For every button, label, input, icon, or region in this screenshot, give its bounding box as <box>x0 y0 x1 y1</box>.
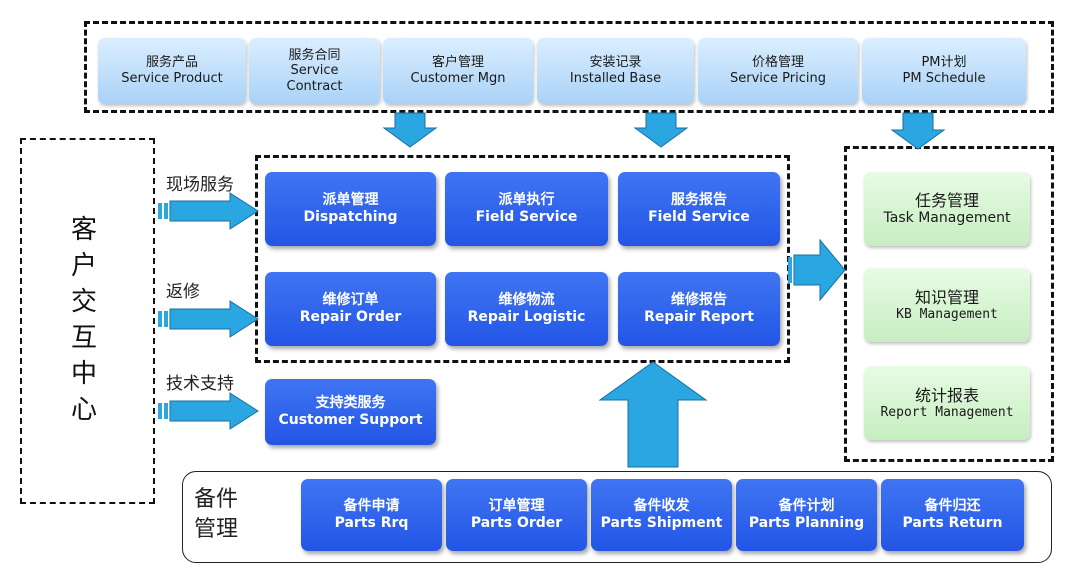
core-module-en: Repair Logistic <box>467 309 586 325</box>
top-module-en: Service Pricing <box>730 71 826 86</box>
core-module-en: Repair Report <box>644 309 754 325</box>
core-module-cn: 派单管理 <box>322 192 379 209</box>
support-module-customer-support: 支持类服务 Customer Support <box>265 379 436 445</box>
right-module-cn: 统计报表 <box>914 385 979 405</box>
core-module-field-service-report: 服务报告 Field Service <box>618 172 780 246</box>
parts-group-label: 备件管理 <box>194 487 239 542</box>
right-module-cn: 知识管理 <box>914 287 979 307</box>
top-module-service-contract: 服务合同 Service Contract <box>249 38 380 104</box>
top-module-customer-mgn: 客户管理 Customer Mgn <box>383 38 533 104</box>
parts-module-request: 备件申请 Parts Rrq <box>301 479 442 551</box>
customer-center-frame <box>20 138 155 504</box>
top-module-en: PM Schedule <box>902 71 986 86</box>
core-module-en: Repair Order <box>299 309 402 325</box>
arrow-right-1 <box>169 192 259 230</box>
top-module-cn: PM计划 <box>921 55 967 71</box>
customer-center-label: 客户交互中心 <box>70 215 99 425</box>
parts-module-planning: 备件计划 Parts Planning <box>736 479 877 551</box>
channel-repair: 返修 <box>166 282 200 302</box>
top-module-en: Installed Base <box>569 71 662 86</box>
core-module-en: Field Service <box>475 209 578 225</box>
core-module-cn: 维修报告 <box>671 292 727 309</box>
top-module-pm-schedule: PM计划 PM Schedule <box>862 38 1026 104</box>
right-modules-frame <box>844 146 1054 462</box>
right-module-cn: 任务管理 <box>914 191 979 210</box>
top-module-service-product: 服务产品 Service Product <box>98 38 246 104</box>
core-module-dispatching: 派单管理 Dispatching <box>265 172 436 246</box>
top-module-cn: 安装记录 <box>589 55 642 71</box>
core-module-repair-order: 维修订单 Repair Order <box>265 272 436 346</box>
core-module-en: Field Service <box>648 209 750 225</box>
top-module-cn: 服务合同 <box>288 47 341 63</box>
top-module-cn: 价格管理 <box>751 55 804 71</box>
support-module-en: Customer Support <box>278 412 423 428</box>
support-module-cn: 支持类服务 <box>315 395 386 412</box>
parts-module-en: Parts Return <box>902 515 1003 531</box>
core-module-en: Dispatching <box>303 209 398 225</box>
right-module-report-management: 统计报表 Report Management <box>864 366 1030 440</box>
top-module-en: Service Product <box>121 71 223 86</box>
right-module-en: Task Management <box>883 210 1011 227</box>
parts-module-shipment: 备件收发 Parts Shipment <box>591 479 732 551</box>
core-module-cn: 维修物流 <box>498 292 555 309</box>
parts-module-cn: 备件计划 <box>778 498 835 515</box>
channel-tech-support: 技术支持 <box>166 374 234 394</box>
parts-module-return: 备件归还 Parts Return <box>881 479 1024 551</box>
top-module-cn: 服务产品 <box>145 55 198 71</box>
right-module-en: Report Management <box>880 404 1014 420</box>
arrow-down-3 <box>890 112 946 150</box>
core-module-repair-report: 维修报告 Repair Report <box>618 272 780 346</box>
top-module-en: Customer Mgn <box>410 71 506 86</box>
parts-module-order: 订单管理 Parts Order <box>446 479 587 551</box>
parts-module-en: Parts Shipment <box>600 515 723 531</box>
parts-module-cn: 订单管理 <box>488 498 545 515</box>
core-module-field-service-exec: 派单执行 Field Service <box>445 172 608 246</box>
parts-module-cn: 备件收发 <box>633 498 690 515</box>
parts-module-en: Parts Rrq <box>334 515 409 531</box>
top-module-installed-base: 安装记录 Installed Base <box>537 38 694 104</box>
arrow-right-3 <box>169 392 259 430</box>
core-module-cn: 服务报告 <box>671 192 727 209</box>
arrow-right-2 <box>169 300 259 338</box>
top-module-cn: 客户管理 <box>431 55 484 71</box>
top-module-en: Service Contract <box>286 63 343 94</box>
parts-module-en: Parts Planning <box>748 515 865 531</box>
top-modules-frame <box>84 21 1054 113</box>
arrow-down-1 <box>382 112 438 148</box>
arrow-down-2 <box>633 112 689 148</box>
parts-module-en: Parts Order <box>470 515 563 531</box>
parts-module-cn: 备件申请 <box>343 498 400 515</box>
arrow-up-parts <box>598 361 708 468</box>
core-module-cn: 派单执行 <box>498 192 555 209</box>
core-module-cn: 维修订单 <box>322 292 379 309</box>
right-module-kb-management: 知识管理 KB Management <box>864 268 1030 342</box>
core-module-repair-logistic: 维修物流 Repair Logistic <box>445 272 608 346</box>
top-module-service-pricing: 价格管理 Service Pricing <box>698 38 858 104</box>
right-module-task-management: 任务管理 Task Management <box>864 172 1030 246</box>
arrow-right-core <box>793 238 846 302</box>
right-module-en: KB Management <box>896 306 998 322</box>
parts-module-cn: 备件归还 <box>924 498 981 515</box>
channel-field-service: 现场服务 <box>166 175 234 195</box>
parts-frame <box>182 471 1052 563</box>
